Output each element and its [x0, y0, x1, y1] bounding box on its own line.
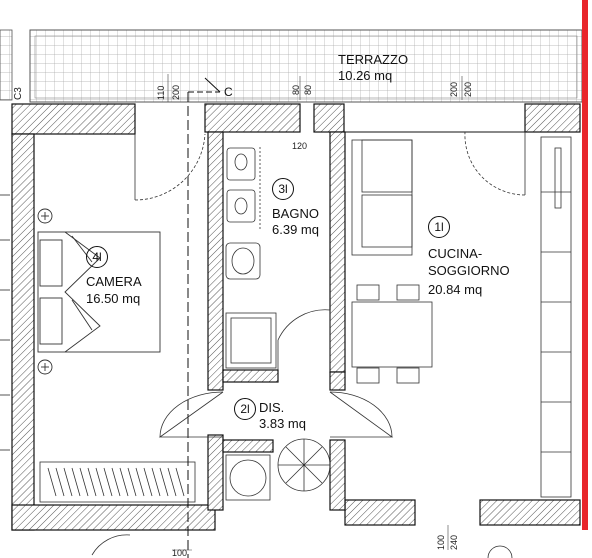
bathroom-area: 6.39 mq — [272, 222, 319, 237]
dim-80-a: 80 — [291, 84, 301, 95]
bathroom-number: 3l — [272, 178, 294, 200]
dim-100-left: 100 — [172, 548, 188, 558]
dim-200-mid: 200 — [449, 81, 459, 97]
bottom-door-arc — [91, 534, 131, 556]
section-line — [187, 77, 221, 558]
dim-200-left: 200 — [171, 84, 181, 100]
kitchen-number: 1l — [428, 216, 450, 238]
left-edge-marker: C3 — [13, 87, 24, 100]
dim-110: 110 — [156, 85, 166, 100]
bathroom-fixtures — [225, 147, 277, 369]
walls — [11, 103, 581, 531]
dim-80-b: 80 — [303, 84, 313, 95]
terrace-name: TERRAZZO — [338, 52, 409, 67]
hall-fixtures — [225, 438, 331, 501]
bedroom-name: CAMERA — [86, 274, 142, 289]
kitchen-area: 20.84 mq — [428, 282, 483, 297]
wardrobe — [39, 461, 196, 503]
terrace-area: 10.26 mq — [338, 68, 393, 83]
hall-doors — [158, 391, 394, 438]
bathroom-name: BAGNO — [272, 206, 319, 221]
dim-200-right: 200 — [463, 81, 473, 97]
dim-100-bottom: 100 — [436, 534, 446, 550]
section-marker: C — [224, 85, 233, 99]
inner-wall-lines — [33, 131, 525, 505]
bathroom-door — [277, 309, 331, 372]
kitchen-name-line2: SOGGIORNO — [428, 263, 510, 278]
hall-number: 2l — [234, 398, 256, 420]
dim-240: 240 — [449, 534, 459, 550]
dim-120: 120 — [292, 141, 308, 151]
hall-name: DIS. — [259, 400, 285, 415]
bottom-right-marker — [487, 545, 513, 558]
left-neighbour-area — [0, 29, 13, 451]
hall-area: 3.83 mq — [259, 416, 306, 431]
kitchen-name: CUCINA- — [428, 246, 483, 261]
bedroom-number: 4l — [86, 246, 108, 268]
dimension-lines — [167, 74, 463, 551]
bedroom-area: 16.50 mq — [86, 291, 141, 306]
bedroom-door — [134, 133, 206, 201]
kitchen-furniture — [351, 136, 572, 498]
kitchen-terrace-door — [464, 131, 526, 196]
terrace-floor — [29, 29, 583, 103]
